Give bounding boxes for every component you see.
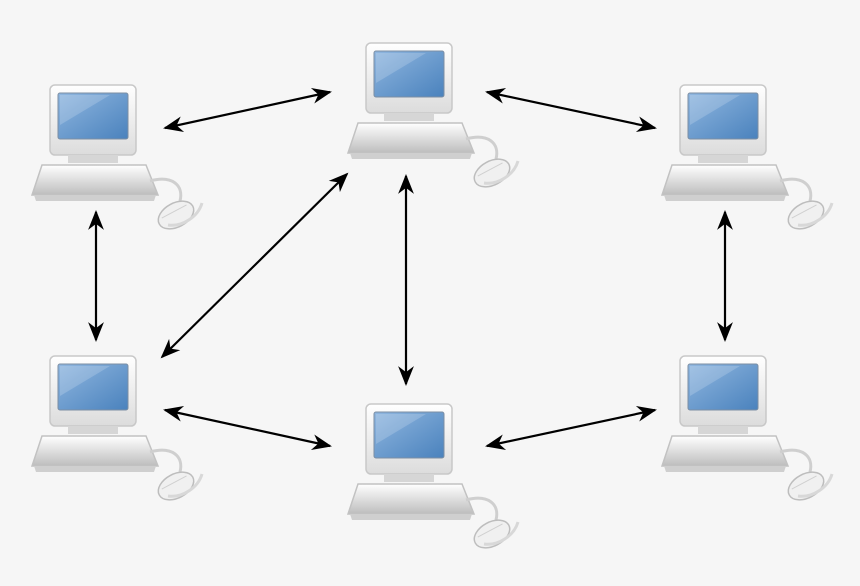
arrow-top-center-to-top-right bbox=[485, 87, 657, 133]
desktop-computer-icon-bottom-right bbox=[660, 354, 834, 508]
desktop-computer-icon-bottom-left bbox=[30, 354, 204, 508]
arrow-top-left-to-top-center bbox=[163, 88, 332, 132]
computer-nodes bbox=[30, 41, 834, 556]
arrow-bottom-left-to-bottom-center bbox=[163, 406, 332, 450]
connection-arrows bbox=[88, 87, 733, 451]
arrow-bottom-center-to-bottom-right bbox=[485, 405, 657, 451]
desktop-computer-icon-bottom-center bbox=[346, 402, 520, 556]
desktop-computer-icon-top-left bbox=[30, 83, 204, 237]
desktop-computer-icon-top-right bbox=[660, 83, 834, 237]
arrow-top-center-to-bottom-left bbox=[160, 172, 349, 359]
desktop-computer-icon-top-center bbox=[346, 41, 520, 195]
